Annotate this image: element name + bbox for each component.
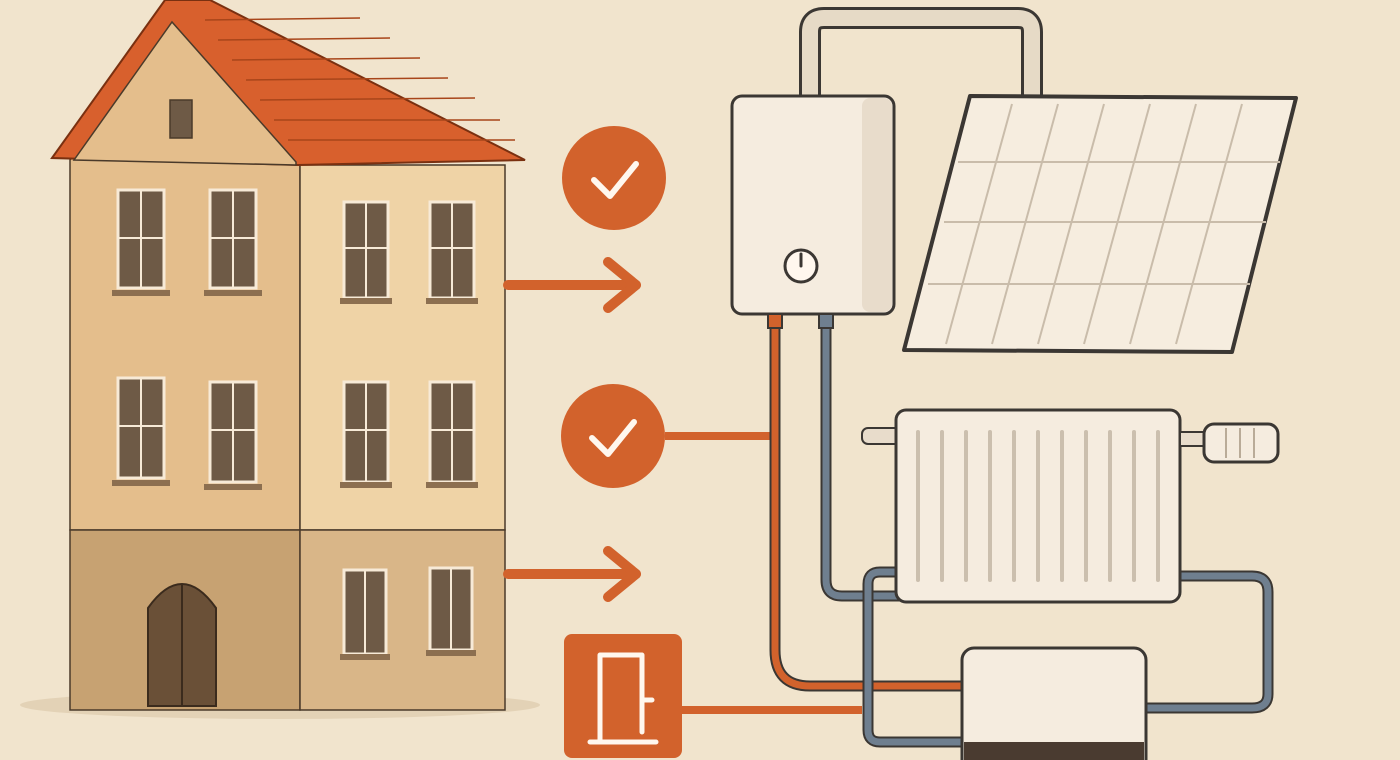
window-mullions xyxy=(118,190,474,654)
boiler-body xyxy=(730,94,896,316)
meter-badge xyxy=(564,634,682,758)
radiator-icon xyxy=(861,408,1280,604)
boiler-side xyxy=(862,98,892,312)
heat-pump-base xyxy=(964,742,1144,760)
top-loop-pipe xyxy=(799,7,1043,100)
check-badge-top xyxy=(562,126,666,230)
return-pipe-fill xyxy=(822,318,900,600)
house-gable xyxy=(72,20,297,166)
attic-window xyxy=(169,99,193,139)
solar-panel-icon xyxy=(902,94,1298,354)
house-ground-floor-right xyxy=(299,529,506,711)
house-icon xyxy=(50,0,526,711)
heat-pump-icon xyxy=(960,646,1148,760)
arrow-right-icon xyxy=(503,257,641,313)
return-pipe xyxy=(820,318,900,602)
solar-panel-grid xyxy=(928,103,1280,345)
solar-panel-frame xyxy=(902,94,1298,354)
supply-pipe-fill xyxy=(771,318,970,690)
roof-tiles xyxy=(204,17,515,141)
boiler-outlet-left xyxy=(767,313,783,329)
radiator-loop-pipe-fill xyxy=(864,568,965,746)
radiator-fins xyxy=(916,430,1160,582)
check-circle xyxy=(561,384,665,488)
arrow-right-icon xyxy=(503,546,641,602)
heat-pump-body xyxy=(960,646,1148,760)
checkmark-icon xyxy=(591,161,639,199)
boiler-outlet-right xyxy=(818,313,834,329)
meter-badge-box xyxy=(564,634,682,758)
radiator-right-pipe-fill xyxy=(1146,572,1272,712)
boiler-icon xyxy=(730,94,896,329)
window-sills xyxy=(112,290,478,660)
thermostat-ridges xyxy=(1225,428,1255,458)
radiator-valve-stem xyxy=(1179,431,1207,447)
check-badge-middle xyxy=(561,384,665,488)
top-loop-pipe-inner xyxy=(802,10,1040,100)
check-circle xyxy=(562,126,666,230)
meter-icon xyxy=(587,652,659,745)
checkmark-icon xyxy=(589,419,637,457)
